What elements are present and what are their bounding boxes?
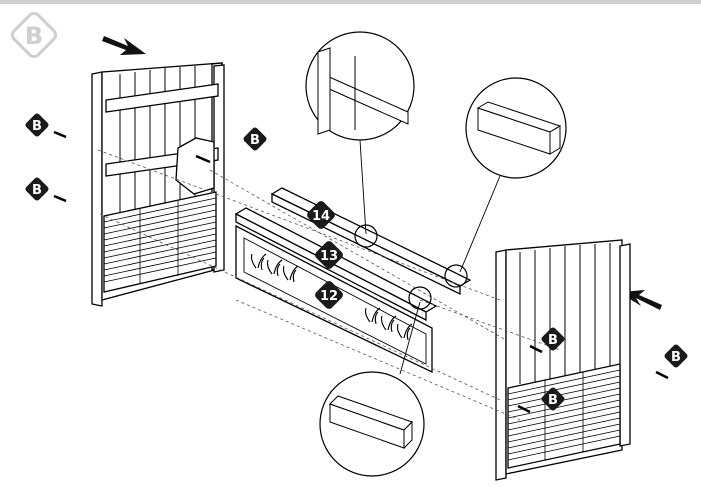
right-panel-louvres [507, 369, 621, 461]
svg-text:13: 13 [320, 249, 338, 264]
left-panel-louvres [103, 197, 217, 284]
arrow-left-panel [102, 36, 146, 55]
svg-text:B: B [671, 350, 681, 365]
fastener-badge-4: B [529, 327, 565, 354]
step-badge: B [10, 11, 58, 59]
svg-text:B: B [548, 333, 558, 348]
svg-text:14: 14 [312, 209, 330, 224]
svg-text:B: B [250, 133, 260, 148]
svg-text:B: B [32, 119, 42, 134]
step-label: B [25, 22, 43, 50]
part-badge-14: 14 [307, 201, 335, 229]
left-side-panel [91, 62, 225, 307]
alignment-guides [97, 149, 561, 421]
fastener-badges: B B B B B B [25, 113, 688, 414]
fastener-badge-3: B [195, 127, 267, 164]
svg-text:12: 12 [320, 289, 338, 304]
top-divider [0, 0, 701, 4]
svg-text:B: B [32, 183, 42, 198]
detail-callout-top-middle [305, 31, 415, 248]
detail-callout-top-right [444, 77, 567, 288]
part-badges: 14 13 12 [307, 201, 343, 309]
right-side-panel [495, 239, 631, 481]
part-badge-12: 12 [315, 281, 343, 309]
grass-decoration-left [250, 253, 299, 283]
fastener-badge-6: B [655, 344, 688, 380]
svg-text:B: B [548, 393, 558, 408]
right-panel-slats [519, 243, 611, 384]
part-badge-13: 13 [315, 241, 343, 269]
fastener-badge-1: B [25, 113, 67, 139]
grass-decoration-right [364, 307, 413, 341]
fastener-badge-2: B [25, 177, 67, 203]
detail-callout-bottom [319, 286, 432, 477]
fastener-badge-5: B [517, 387, 565, 414]
